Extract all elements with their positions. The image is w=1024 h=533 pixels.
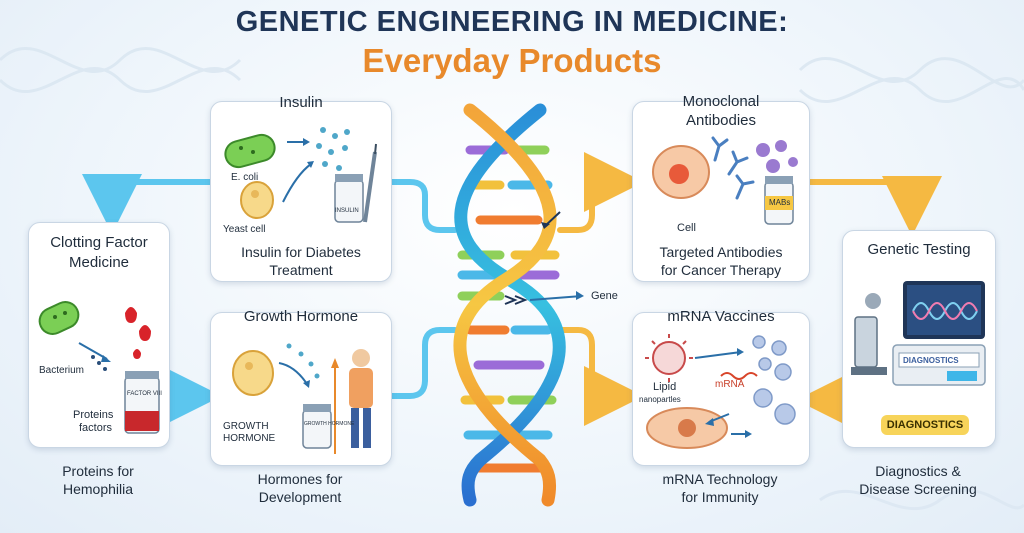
card-insulin: Insulin E. coli Yeast cell INSULIN Insul… <box>210 94 392 282</box>
syringe-icon <box>363 151 377 223</box>
blood-drop-icon <box>125 307 137 323</box>
mabs-vial-label: MABs <box>769 198 791 207</box>
label-lipid: Lipid <box>653 381 677 393</box>
bacterium-icon <box>38 301 80 335</box>
card-testing-title: Genetic Testing <box>867 241 971 258</box>
insulin-illustration <box>224 127 377 223</box>
testing-desc: Diagnostics & Disease Screening <box>859 463 977 497</box>
label-mrna: mRNA <box>715 379 745 390</box>
insulin-vial-label: INSULIN <box>335 208 359 214</box>
arrow-dna-to-mrna <box>557 327 644 426</box>
clotting-illustration <box>38 301 160 434</box>
page-subtitle: Everyday Products <box>362 42 662 79</box>
clotting-desc: Proteins for Hemophilia <box>62 463 134 497</box>
label-factors: factors <box>79 422 113 434</box>
card-monoclonal-antibodies: Monoclonal Antibodies Cell MABs Targeted… <box>632 93 810 282</box>
factor-vial-label: FACTOR VIII <box>127 391 162 397</box>
arrow-monoclonal-to-testing <box>807 176 942 236</box>
testing-illustration <box>851 281 986 386</box>
insulin-vial-icon <box>334 179 364 223</box>
mrna-illustration <box>645 334 796 449</box>
card-genetic-testing: Genetic Testing DIAGNOSTICS DIAGNOSTICS <box>842 230 996 448</box>
lipid-nanoparticle-icon <box>652 341 686 375</box>
page-title: GENETIC ENGINEERING IN MEDICINE: <box>235 6 789 38</box>
testing-screen-label: DIAGNOSTICS <box>903 356 959 365</box>
insulin-molecules-icon <box>316 127 350 171</box>
label-yeast-cell: Yeast cell <box>223 224 266 235</box>
card-insulin-desc: Insulin for Diabetes Treatment <box>241 244 361 278</box>
card-monoclonal-title: Monoclonal Antibodies <box>682 93 760 129</box>
label-hormone: HORMONE <box>223 433 276 444</box>
label-proteins: Proteins <box>73 409 114 421</box>
arrow-dna-to-growth <box>389 327 458 399</box>
mrna-strand-icon <box>720 372 758 380</box>
antibody-icon <box>711 136 729 162</box>
card-monoclonal-desc: Targeted Antibodies for Cancer Therapy <box>659 244 783 278</box>
card-clotting-title: Clotting Factor Medicine <box>50 234 148 271</box>
microscope-icon <box>854 316 878 368</box>
label-bacterium: Bacterium <box>39 365 85 376</box>
card-insulin-title: Insulin <box>279 94 323 111</box>
card-clotting-factor: Clotting Factor Medicine Bacterium Prote… <box>28 222 170 448</box>
cell-icon <box>232 350 274 396</box>
growth-illustration <box>232 343 373 454</box>
arrow-dna-to-monoclonal <box>557 152 644 233</box>
card-mrna-vaccines: mRNA Vaccines Lipid nanopartles mRNA <box>632 308 810 466</box>
gene-label: Gene <box>591 290 618 302</box>
person-icon <box>352 349 370 367</box>
card-growth-title: Growth Hormone <box>243 308 359 325</box>
growth-vial-label: GROWTH HORMONE <box>304 421 355 427</box>
diagnostics-badge: DIAGNOSTICS <box>881 415 969 435</box>
card-growth-hormone: Growth Hormone GROWTH HORMONE GROWTH HOR… <box>210 308 392 466</box>
growth-desc: Hormones for Development <box>257 471 343 505</box>
yeast-cell-icon <box>240 181 274 219</box>
arrow-insulin-to-clotting <box>82 174 213 234</box>
ecoli-icon <box>224 133 276 169</box>
card-mrna-title: mRNA Vaccines <box>667 308 775 325</box>
label-nanoparticles: nanopartles <box>639 395 681 404</box>
label-growth: GROWTH <box>223 421 269 432</box>
growth-vial-icon <box>302 409 332 449</box>
label-ecoli: E. coli <box>231 172 259 183</box>
arrow-dna-to-insulin <box>389 179 458 233</box>
label-cell: Cell <box>677 222 696 234</box>
monoclonal-illustration <box>652 136 798 225</box>
mrna-desc: mRNA Technology for Immunity <box>662 471 778 505</box>
